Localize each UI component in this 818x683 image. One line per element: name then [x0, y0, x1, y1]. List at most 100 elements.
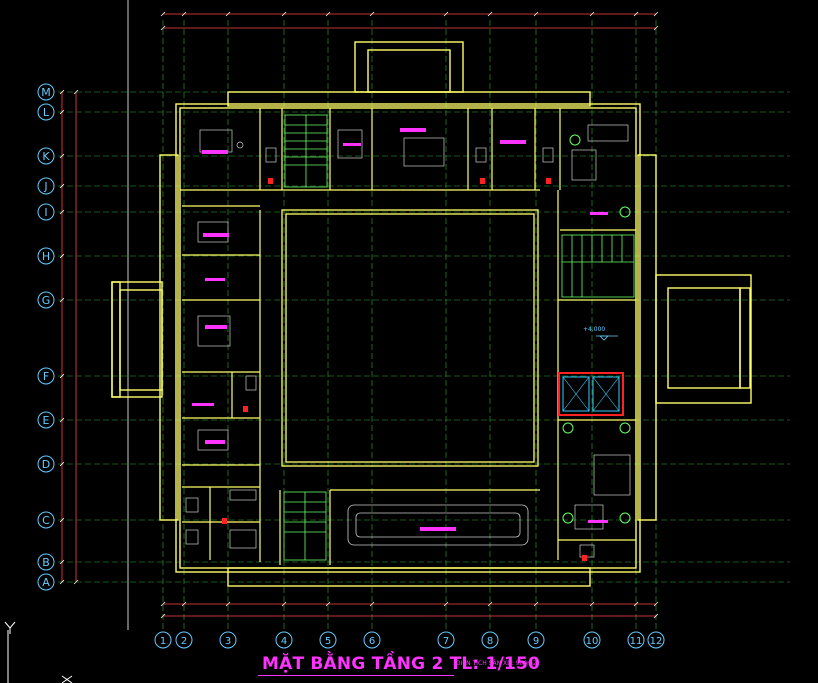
- room-labels: [192, 128, 608, 531]
- row-axis-bubble: [37, 291, 55, 309]
- exterior-walls: [111, 41, 752, 587]
- dimension-tick: [633, 11, 639, 17]
- dimension-tick: [59, 559, 65, 565]
- dimension-tick: [59, 297, 65, 303]
- floor-area-note: DIỆN TÍCH SÀN XD: 900m2: [456, 660, 537, 667]
- column-axis-label: 9: [533, 636, 539, 647]
- row-axis-bubble: [37, 511, 55, 529]
- dimension-tick: [59, 89, 65, 95]
- row-axis-label: I: [44, 206, 47, 219]
- dimension-tick: [653, 25, 659, 31]
- row-axis-label: J: [43, 180, 47, 193]
- row-axis-label: E: [43, 414, 50, 427]
- stair-east: [561, 234, 635, 298]
- column-axis-bubble: [175, 631, 193, 649]
- row-axis-bubble: [37, 147, 55, 165]
- dimension-tick: [369, 601, 375, 607]
- dimension-tick: [160, 11, 166, 17]
- row-axis-bubble: [37, 203, 55, 221]
- dimension-tick: [653, 601, 659, 607]
- dimension-tick: [589, 11, 595, 17]
- dimension-tick: [533, 601, 539, 607]
- ucs-axis-icon: [4, 621, 73, 683]
- column-axis-label: 5: [325, 636, 331, 647]
- row-axis-bubble: [37, 83, 55, 101]
- dimension-tick: [181, 11, 187, 17]
- dimension-tick: [181, 601, 187, 607]
- dimension-tick: [443, 11, 449, 17]
- potted-plants: [562, 134, 631, 524]
- row-axis-bubble: [37, 103, 55, 121]
- dimension-tick: [59, 517, 65, 523]
- dimension-tick: [59, 109, 65, 115]
- drawing-title: MẶT BẰNG TẦNG 2 TL: 1/150: [262, 654, 541, 674]
- dimension-tick: [59, 461, 65, 467]
- elevator-shaft: [558, 372, 624, 416]
- central-courtyard: [281, 209, 539, 467]
- row-axis-label: K: [42, 150, 50, 163]
- dimension-tick: [653, 11, 659, 17]
- dimension-tick: [225, 11, 231, 17]
- column-axis-label: 12: [650, 636, 663, 647]
- fire-extinguishers: [222, 178, 587, 561]
- dimension-tick: [653, 613, 659, 619]
- column-axis-bubble: [437, 631, 455, 649]
- column-axis-label: 7: [443, 636, 449, 647]
- column-axis-bubble: [363, 631, 381, 649]
- row-axis-label: A: [42, 576, 50, 589]
- dimension-tick: [59, 417, 65, 423]
- dimension-tick: [325, 601, 331, 607]
- column-axis-label: 1: [160, 636, 166, 647]
- dimension-tick: [487, 601, 493, 607]
- dimension-tick: [59, 253, 65, 259]
- column-axis-label: 6: [369, 636, 375, 647]
- column-axis-bubble: [275, 631, 293, 649]
- conference-table: [347, 504, 529, 546]
- dimension-tick: [59, 209, 65, 215]
- dimension-tick: [633, 601, 639, 607]
- dimension-tick: [59, 579, 65, 585]
- stair-south: [283, 491, 327, 561]
- row-axis-bubble: [37, 455, 55, 473]
- column-axis-bubble: [627, 631, 645, 649]
- dimension-tick: [281, 601, 287, 607]
- dimension-tick: [225, 601, 231, 607]
- row-axis-bubble: [37, 573, 55, 591]
- stair-north: [284, 114, 328, 188]
- dimension-tick: [443, 601, 449, 607]
- dimension-tick: [160, 601, 166, 607]
- dimension-tick: [533, 11, 539, 17]
- column-axis-label: 2: [181, 636, 187, 647]
- elevation-mark: +4.000: [583, 326, 618, 341]
- office-furniture: [197, 124, 631, 530]
- dimension-tick: [281, 11, 287, 17]
- dimension-lines: [59, 11, 659, 619]
- column-axis-bubble: [527, 631, 545, 649]
- dimension-tick: [59, 373, 65, 379]
- row-axis-bubble: [37, 247, 55, 265]
- column-axis-bubble: [319, 631, 337, 649]
- elevation-text: +4.000: [583, 326, 605, 333]
- row-axis-bubble: [37, 367, 55, 385]
- dimension-tick: [487, 11, 493, 17]
- title-underline: [258, 675, 454, 676]
- row-axis-label: C: [42, 514, 50, 527]
- column-axis-label: 10: [586, 636, 599, 647]
- column-axis-label: 4: [281, 636, 287, 647]
- row-axis-label: M: [41, 86, 51, 99]
- dimension-tick: [325, 11, 331, 17]
- dimension-tick: [59, 183, 65, 189]
- dimension-tick: [59, 153, 65, 159]
- row-axis-bubble: [37, 553, 55, 571]
- row-axis-label: H: [42, 250, 50, 263]
- column-axis-label: 11: [630, 636, 643, 647]
- axis-grid-lines: [58, 20, 790, 630]
- dimension-tick: [589, 601, 595, 607]
- row-axis-bubble: [37, 411, 55, 429]
- row-axis-label: D: [42, 458, 50, 471]
- column-axis-bubble: [481, 631, 499, 649]
- column-axis-label: 3: [225, 636, 231, 647]
